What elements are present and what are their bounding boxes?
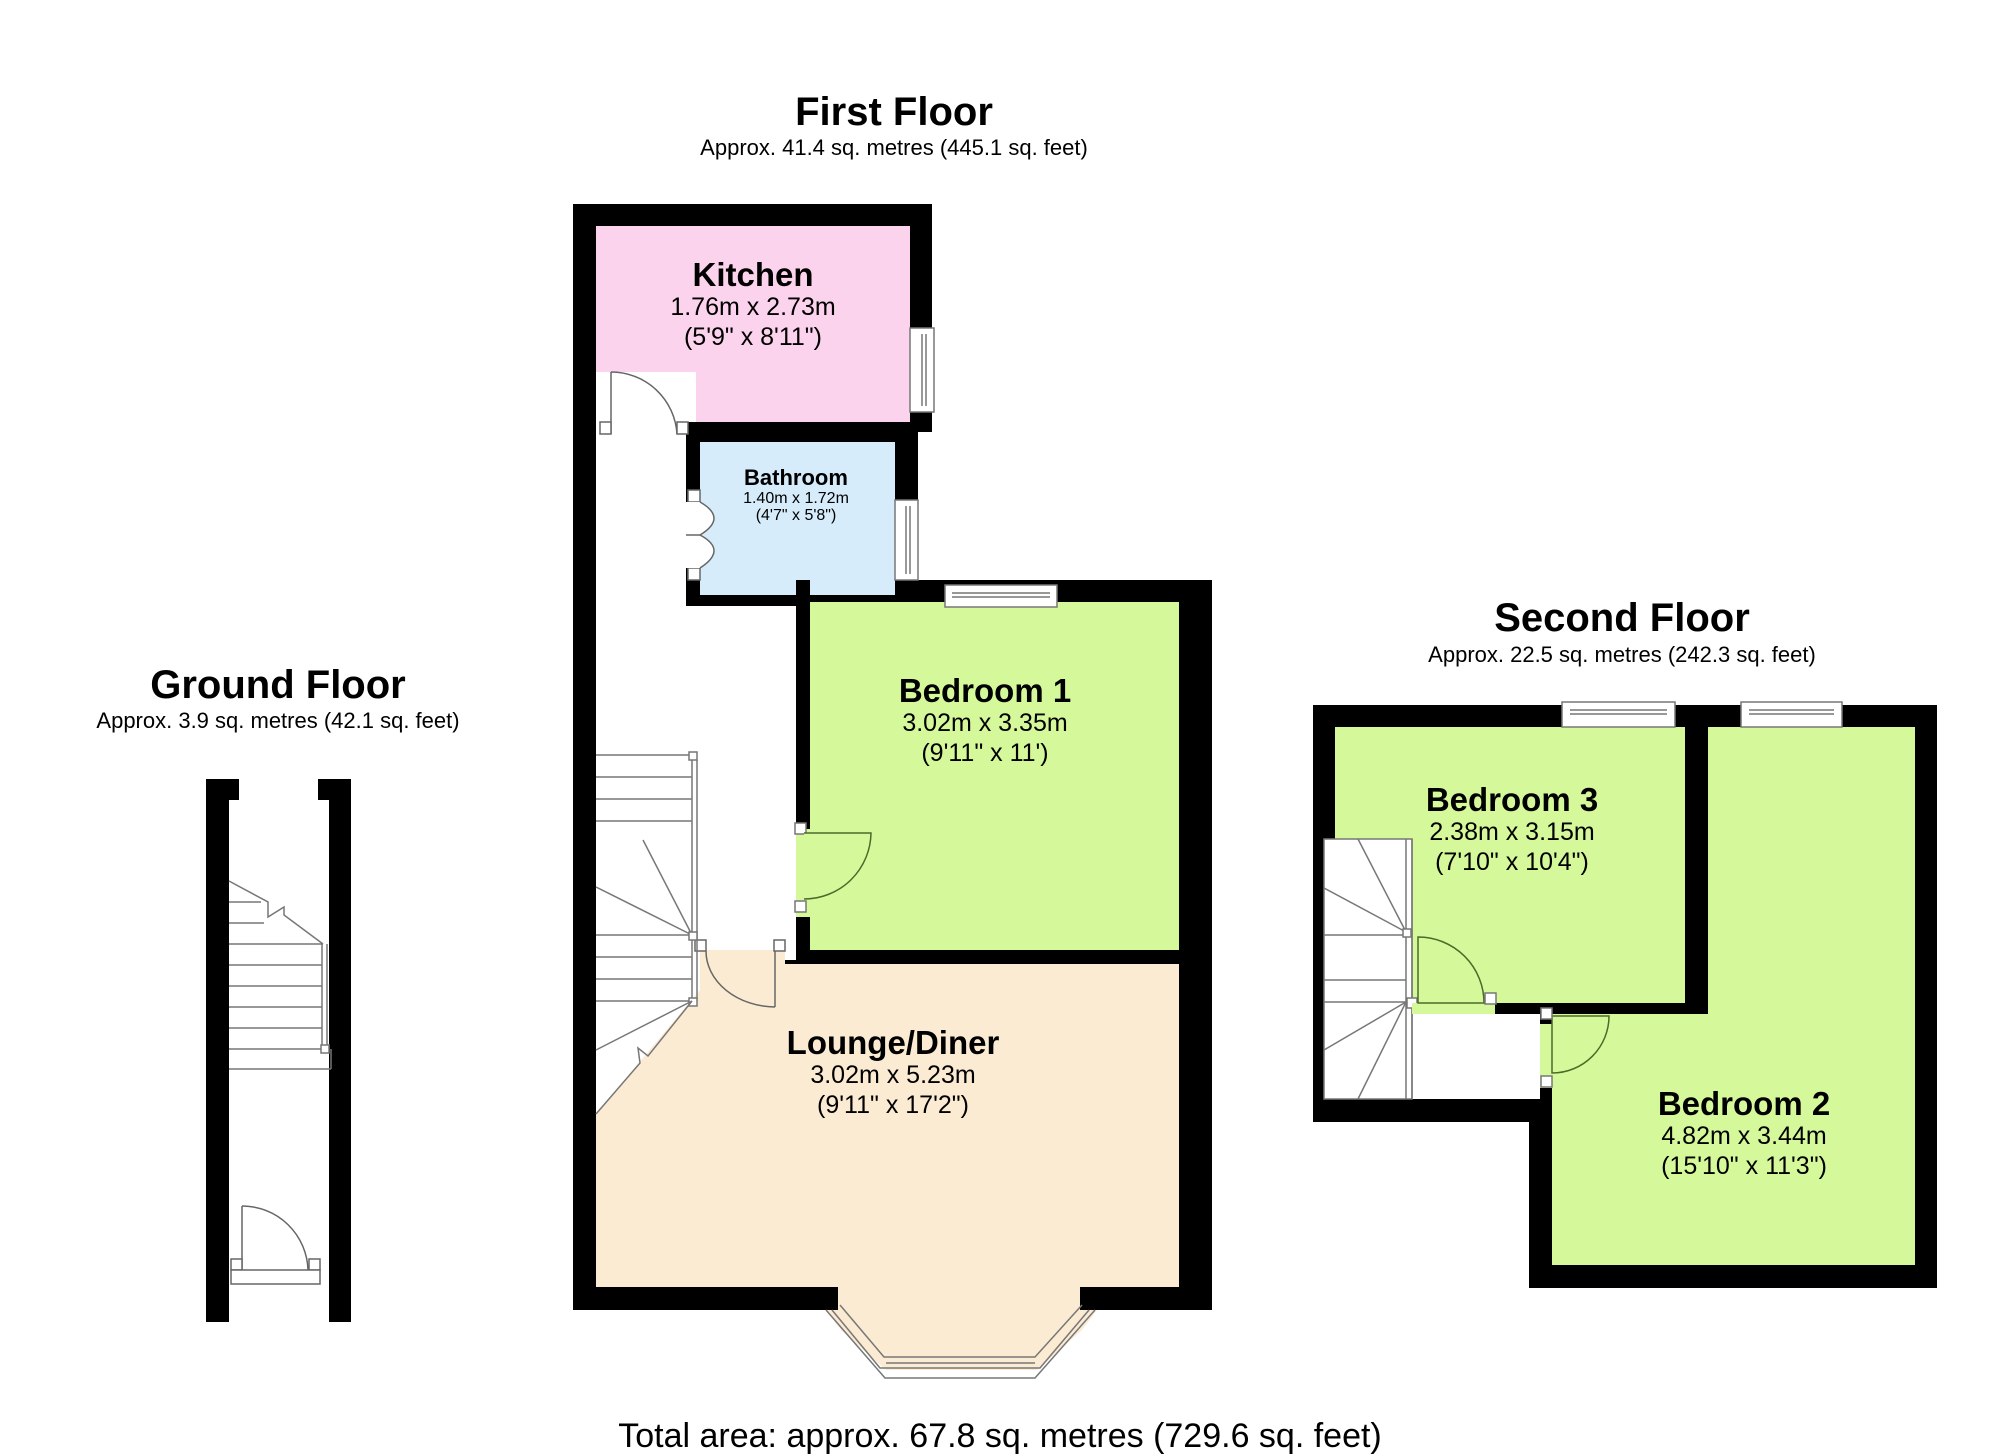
room-dimensions-imperial: (5'9" x 8'11") [683, 323, 822, 351]
room-dimensions-metric: 3.02m x 3.35m [902, 709, 1068, 737]
room-name: Bedroom 3 [1425, 781, 1599, 818]
bedroom1-window-icon [944, 584, 1058, 608]
room-label-bedroom-1: Bedroom 1 3.02m x 3.35m (9'11" x 11') [835, 674, 1135, 768]
room-dimensions-imperial: (7'10" x 10'4") [1435, 848, 1589, 876]
kitchen-window-icon [909, 327, 935, 413]
lounge-diner-area [596, 950, 1179, 1287]
ground-right-wall-stub [318, 779, 351, 800]
second-floor-staircase-icon [1323, 838, 1418, 1100]
kitchen-bathroom-wall [686, 422, 918, 442]
ground-staircase-icon [228, 880, 332, 1070]
first-floor-staircase-icon [595, 751, 698, 1115]
bedroom3-bottom-wall [1495, 1003, 1708, 1014]
bedroom3-bedroom2-wall [1685, 727, 1708, 1014]
lounge-area [596, 950, 796, 960]
room-label-bathroom: Bathroom 1.40m x 1.72m (4'7" x 5'8") [696, 465, 896, 525]
room-dimensions-imperial: (15'10" x 11'3") [1661, 1152, 1827, 1180]
bathroom-area [700, 442, 895, 595]
second-floor-area: Approx. 22.5 sq. metres (242.3 sq. feet) [1428, 642, 1816, 667]
room-name: Lounge/Diner [786, 1024, 1000, 1061]
lounge-bay-window-icon [825, 1287, 1097, 1379]
room-name: Bedroom 2 [1657, 1085, 1831, 1122]
room-dimensions-imperial: (9'11" x 17'2") [817, 1091, 969, 1119]
second-floor-title: Second Floor [1494, 596, 1750, 640]
room-label-bedroom-2: Bedroom 2 4.82m x 3.44m (15'10" x 11'3") [1594, 1087, 1894, 1181]
first-floor-plan [573, 204, 1212, 1379]
ground-floor-area: Approx. 3.9 sq. metres (42.1 sq. feet) [96, 708, 460, 733]
kitchen-door-icon [599, 371, 689, 435]
room-dimensions-imperial: (4'7" x 5'8") [755, 507, 837, 524]
second-floor-landing [1412, 1014, 1540, 1099]
ground-right-wall [329, 779, 351, 1322]
room-label-lounge-diner: Lounge/Diner 3.02m x 5.23m (9'11" x 17'2… [743, 1026, 1043, 1120]
bedroom3-door-icon [1412, 936, 1497, 1014]
total-area-caption: Total area: approx. 67.8 sq. metres (729… [618, 1417, 1382, 1455]
room-dimensions-metric: 2.38m x 3.15m [1429, 818, 1595, 846]
room-dimensions-metric: 3.02m x 5.23m [810, 1061, 976, 1089]
room-label-kitchen: Kitchen 1.76m x 2.73m (5'9" x 8'11") [603, 258, 903, 352]
first-floor-title: First Floor [795, 90, 993, 134]
room-name: Bedroom 1 [898, 672, 1072, 709]
room-name: Bathroom [744, 465, 848, 490]
bedroom3-window-icon [1561, 701, 1676, 728]
ground-left-wall-stub [206, 779, 239, 800]
bedroom2-area-lower [1552, 1014, 1915, 1265]
bathroom-bottom-wall [686, 595, 810, 606]
ground-floor-plan [206, 779, 351, 1322]
bedroom1-door-icon [794, 822, 872, 917]
bathroom-door-icon [686, 489, 715, 581]
room-dimensions-metric: 4.82m x 3.44m [1661, 1122, 1827, 1150]
lounge-door-icon [694, 939, 786, 1008]
room-label-bedroom-3: Bedroom 3 2.38m x 3.15m (7'10" x 10'4") [1362, 783, 1662, 877]
room-dimensions-metric: 1.40m x 1.72m [743, 490, 849, 507]
second-floor-plan [1313, 701, 1937, 1288]
bedroom1-area [810, 602, 1179, 950]
ground-front-door-icon [230, 1205, 321, 1285]
ground-floor-title: Ground Floor [150, 663, 406, 707]
bedroom1-lounge-wall [785, 950, 1212, 964]
bathroom-window-icon [894, 499, 919, 581]
room-dimensions-metric: 1.76m x 2.73m [670, 293, 836, 321]
bedroom2-window-icon [1740, 701, 1843, 728]
ground-left-wall [206, 779, 229, 1322]
first-floor-area: Approx. 41.4 sq. metres (445.1 sq. feet) [700, 135, 1088, 160]
bedroom2-door-icon [1540, 1007, 1610, 1088]
room-dimensions-imperial: (9'11" x 11') [921, 739, 1049, 767]
room-name: Kitchen [692, 256, 814, 293]
